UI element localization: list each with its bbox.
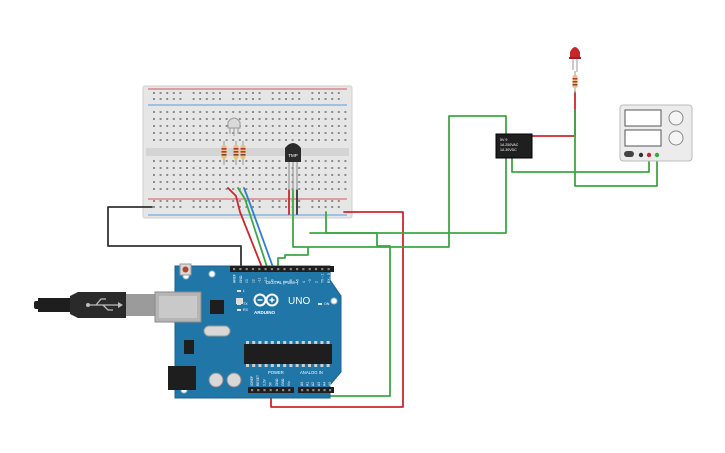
pin_labels_digital-label: ~6 (289, 279, 293, 283)
wire-red-led (227, 187, 264, 271)
pin_labels_digital-label: AREF (233, 274, 237, 283)
led-resistor[interactable] (572, 71, 578, 93)
rgb-led[interactable] (227, 117, 241, 136)
pin_labels_digital-label: ~10 (264, 277, 268, 283)
usb-icon (86, 298, 123, 311)
wire-red-5v (270, 211, 404, 408)
board-led-rx: RX (243, 308, 249, 312)
pin_labels_analog-label: A2 (311, 382, 315, 386)
arduino-logo-icon (253, 293, 279, 307)
analog-header[interactable] (298, 387, 334, 393)
wire-green-sensor-relay (292, 115, 507, 248)
pin_labels_power-label: GND (281, 378, 285, 386)
pin_labels_power-label: Vin (287, 381, 291, 386)
psu-display-top (624, 109, 662, 127)
board-model: UNO (288, 296, 310, 307)
microcontroller-chip (244, 344, 332, 364)
relay-line-1: 5V 9 (500, 138, 507, 142)
pin_labels_digital-label: GND (239, 275, 243, 283)
power-supply[interactable] (619, 104, 693, 162)
board-brand: ARDUINO (254, 310, 275, 315)
digital-header[interactable] (230, 266, 334, 272)
wire-black-ground (107, 206, 242, 271)
pin_labels_digital-label: RX←0 (327, 273, 331, 283)
board-led-tx: TX (243, 302, 248, 306)
wire-green-led (237, 187, 269, 271)
pin_labels_analog-label: A0 (300, 382, 304, 386)
pin_labels_digital-label: ~9 (270, 279, 274, 283)
relay-line-3: 1A 30VDC (500, 148, 517, 152)
pin_labels_digital-label: 12 (251, 279, 255, 283)
pin_labels_digital-label: ~11 (258, 277, 262, 283)
pin_labels_digital-label: ~3 (308, 279, 312, 283)
pin_labels_digital-label: 4 (302, 281, 306, 283)
psu-terminal-black[interactable] (638, 152, 644, 158)
pin_labels_digital-label: ~5 (296, 279, 300, 283)
board-led-l: L (243, 289, 245, 293)
pin_labels_digital-label: 7 (283, 281, 287, 283)
pin_labels_digital-label: 13 (245, 279, 249, 283)
psu-knob-top[interactable] (668, 110, 684, 126)
pin_labels_analog-label: A3 (317, 382, 321, 386)
power-jack[interactable] (168, 366, 196, 390)
relay[interactable]: 5V 9 1A 250VAC 1A 30VDC (495, 133, 533, 159)
red-led[interactable] (569, 47, 581, 72)
pin_labels_power-label: 3.3V (262, 378, 266, 386)
pin_labels_digital-label: 8 (277, 281, 281, 283)
psu-knob-bottom[interactable] (668, 130, 684, 146)
temperature-sensor[interactable]: TMP (285, 143, 301, 190)
wire-green-pin-relay (277, 247, 309, 271)
board-leds: L TX RX ON (237, 289, 330, 312)
sensor-label: TMP (288, 153, 298, 158)
resistors[interactable] (221, 141, 246, 165)
psu-terminal-red[interactable] (646, 152, 652, 158)
digital-header-label: DIGITAL (PWM~) (266, 280, 299, 285)
pin_labels_analog-label: A4 (322, 382, 326, 386)
pin_labels_power-label: 5V (269, 381, 273, 386)
pin_labels_analog-label: A5 (328, 382, 332, 386)
psu-switch[interactable] (624, 151, 634, 157)
usb-cable[interactable] (34, 292, 156, 318)
psu-display-bottom (624, 129, 662, 147)
wire-blue-led (243, 187, 275, 271)
analog-label: ANALOG IN (300, 370, 323, 375)
relay-line-2: 1A 250VAC (500, 143, 519, 147)
wire-red-relay-led (529, 91, 576, 137)
pin_labels_power-label: RESET (256, 375, 260, 386)
pin_labels_digital-label: 2 (314, 281, 318, 283)
power-label: POWER (268, 370, 284, 375)
board-led-on: ON (324, 302, 330, 306)
psu-terminal-green[interactable] (654, 152, 660, 158)
wire-green-relay-return (309, 157, 507, 234)
wire-green-led-psu (574, 109, 658, 187)
pin_labels_power-label: IOREF (250, 376, 254, 386)
wire-green-relay-psu (511, 157, 650, 173)
pin_labels_power-label: GND (275, 378, 279, 386)
pin_labels_analog-label: A1 (306, 382, 310, 386)
pin_labels_digital-label: TX→1 (321, 273, 325, 283)
